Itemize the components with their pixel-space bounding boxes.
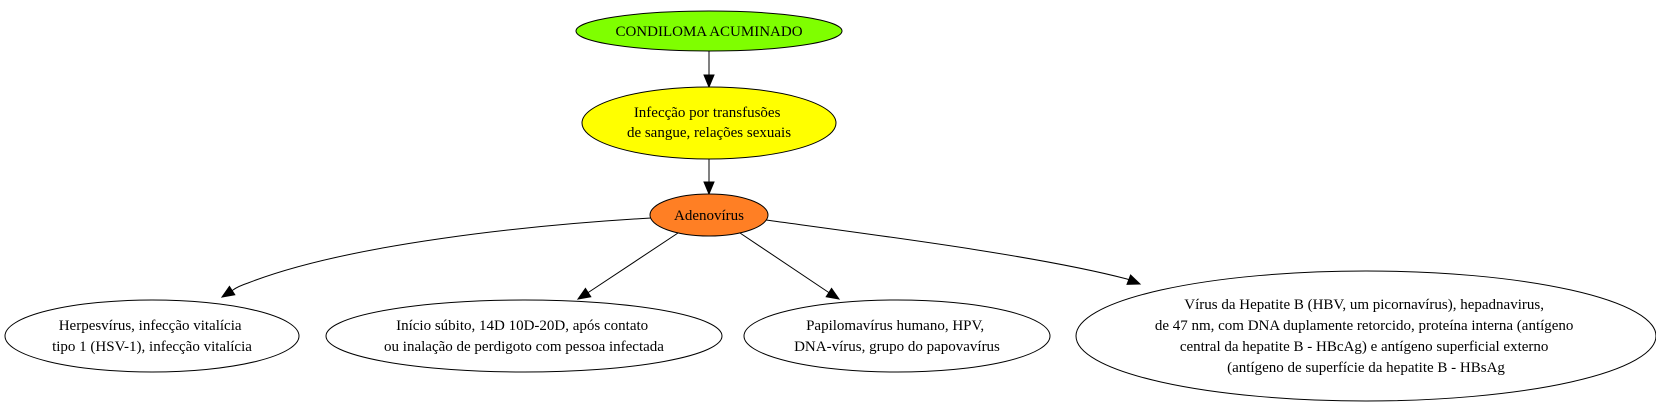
node-root-text: CONDILOMA ACUMINADO [615, 24, 802, 40]
node-herpes-shape [4, 299, 300, 373]
edge-agent-to-hepatitis [765, 219, 1129, 281]
node-hpv-line-2: DNA-vírus, grupo do papovavírus [794, 339, 1000, 355]
node-onset-text: Início súbito, 14D 10D-20D, após contato… [384, 318, 664, 355]
node-adenovirus: Adenovírus [649, 193, 769, 237]
edges [220, 51, 1142, 300]
edge-agent-to-hpv [739, 232, 830, 293]
node-onset: Início súbito, 14D 10D-20D, após contato… [325, 299, 723, 373]
node-hpv-line-1: Papilomavírus humano, HPV, [806, 318, 984, 334]
node-agent-text: Adenovírus [674, 208, 744, 224]
arrowhead-agent-to-hpv [825, 287, 841, 300]
node-root-shape [575, 10, 843, 52]
node-transmission-line-1: Infecção por transfusões [634, 105, 781, 121]
node-hpv: Papilomavírus humano, HPV, DNA-vírus, gr… [743, 299, 1051, 373]
edge-agent-to-herpes [231, 217, 652, 291]
arrowhead-agent-to-onset [576, 287, 592, 300]
node-hepatitis-shape [1075, 270, 1656, 402]
arrowhead-root-to-transmission [703, 74, 715, 89]
node-root-line-1: CONDILOMA ACUMINADO [615, 24, 802, 40]
edge-agent-to-onset [587, 232, 679, 293]
node-transmission-shape [581, 86, 837, 160]
node-agent-line-1: Adenovírus [674, 208, 744, 224]
node-transmission: Infecção por transfusões de sangue, rela… [581, 86, 837, 160]
node-hpv-text: Papilomavírus humano, HPV, DNA-vírus, gr… [794, 318, 1000, 355]
node-hepatitis-line-2: de 47 nm, com DNA duplamente retorcido, … [1155, 318, 1574, 334]
node-hepatitis-line-4: (antígeno de superfície da hepatite B - … [1227, 360, 1505, 376]
node-transmission-text: Infecção por transfusões de sangue, rela… [627, 105, 791, 141]
node-hepatitis-line-3: central da hepatite B - HBcAg) e antígen… [1180, 339, 1549, 355]
node-herpes-line-2: tipo 1 (HSV-1), infecção vitalícia [52, 339, 252, 355]
node-hepatitis-b: Vírus da Hepatite B (HBV, um picornavíru… [1075, 270, 1656, 402]
node-herpes-line-1: Herpesvírus, infecção vitalícia [59, 318, 242, 334]
node-herpesvirus: Herpesvírus, infecção vitalícia tipo 1 (… [4, 299, 300, 373]
arrowhead-transmission-to-agent [703, 181, 715, 196]
node-transmission-line-2: de sangue, relações sexuais [627, 125, 791, 141]
node-agent-shape [649, 193, 769, 237]
node-condiloma-acuminado: CONDILOMA ACUMINADO [575, 10, 843, 52]
node-onset-line-2: ou inalação de perdigoto com pessoa infe… [384, 339, 664, 355]
node-hpv-shape [743, 299, 1051, 373]
node-onset-line-1: Início súbito, 14D 10D-20D, após contato [396, 318, 648, 334]
arrowhead-agent-to-herpes [220, 285, 236, 298]
node-hepatitis-text: Vírus da Hepatite B (HBV, um picornavíru… [1155, 297, 1577, 376]
node-onset-shape [325, 299, 723, 373]
node-hepatitis-line-1: Vírus da Hepatite B (HBV, um picornavíru… [1184, 297, 1544, 313]
node-herpes-text: Herpesvírus, infecção vitalícia tipo 1 (… [52, 318, 252, 355]
arrowhead-agent-to-hepatitis [1126, 274, 1142, 285]
